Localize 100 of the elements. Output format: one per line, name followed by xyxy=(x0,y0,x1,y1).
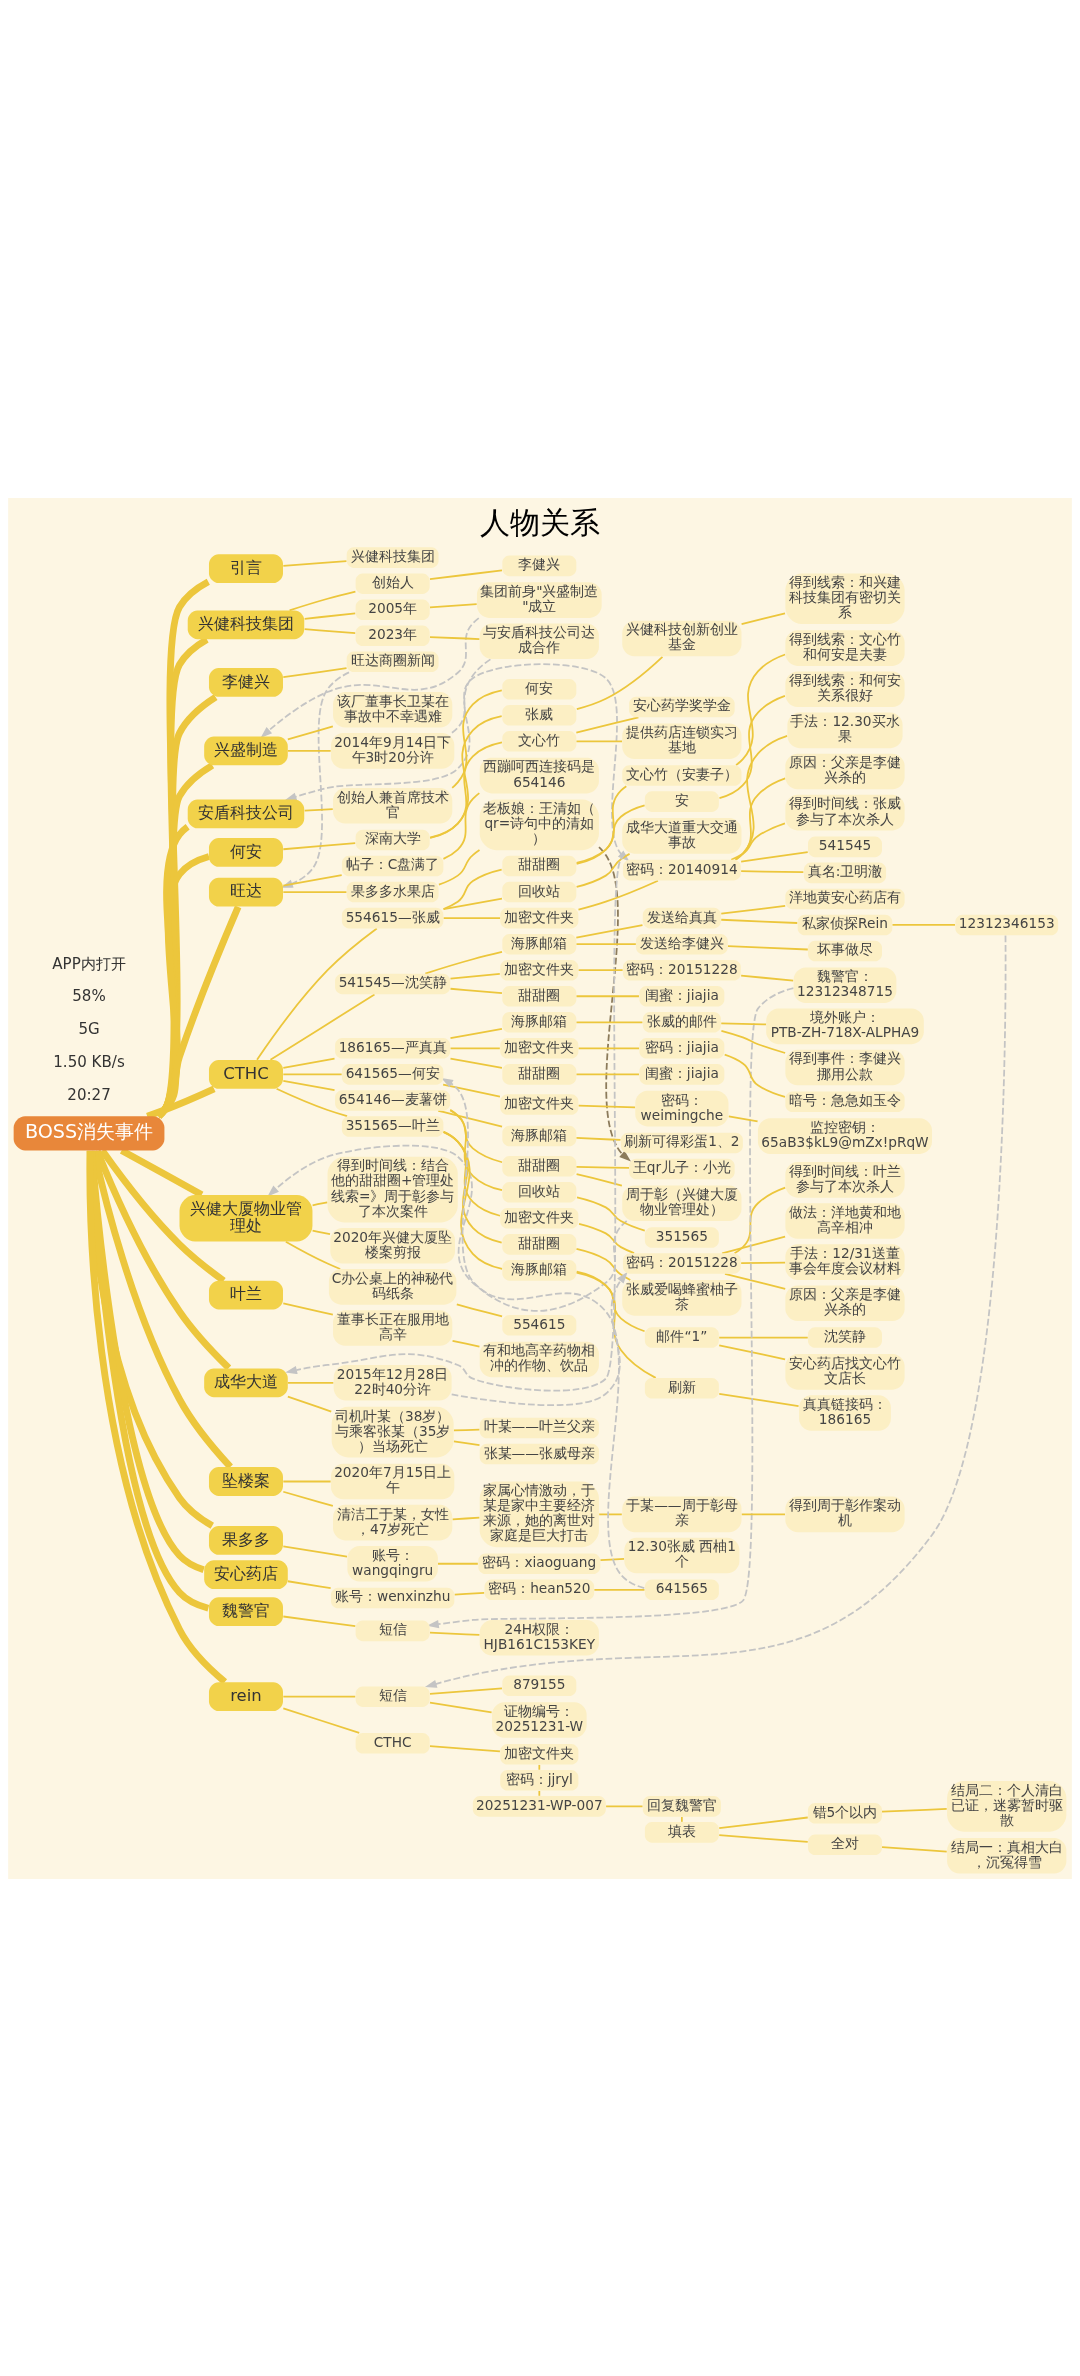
node-box: 张某——张威母亲 xyxy=(479,1443,599,1464)
node-box: 得到线索：文心竹和何安是夫妻 xyxy=(785,629,905,666)
node-box: 24H权限：HJB161C153KEY xyxy=(479,1619,599,1656)
node-box: 351565 xyxy=(644,1226,719,1248)
node-box: 叶兰 xyxy=(208,1280,283,1309)
connector xyxy=(577,879,659,910)
connector xyxy=(282,1480,332,1482)
node-box: 2015年12月28日22时40分许 xyxy=(333,1364,452,1401)
arrow xyxy=(450,1271,628,1406)
connector xyxy=(449,1108,503,1191)
node-box: 2020年7月15日上午 xyxy=(330,1463,455,1499)
node-box: 结局二：个人清白已证，迷雾暂时驱散 xyxy=(947,1780,1067,1832)
connector xyxy=(311,1229,331,1235)
node-box: 得到事件：李健兴挪用公款 xyxy=(785,1049,905,1085)
connector xyxy=(599,1557,625,1561)
node-box: 回收站 xyxy=(502,881,577,902)
node-box: 发送给李健兴 xyxy=(635,933,728,954)
node-box: 安 xyxy=(644,790,719,812)
node-box: 兴健科技创新创业基金 xyxy=(622,620,742,656)
node-box: 证物编号：20251231-W xyxy=(492,1701,587,1738)
node-box: 兴健科技集团 xyxy=(187,609,305,639)
node-box: 老板娘：王清如（qr=诗句中的清如） xyxy=(479,799,599,850)
node-box: 张威的邮件 xyxy=(642,1011,721,1033)
connector xyxy=(442,897,503,910)
node-box: 何安 xyxy=(502,678,577,699)
connector xyxy=(155,905,242,1119)
connector xyxy=(575,1270,657,1379)
connector xyxy=(429,1744,501,1752)
connector xyxy=(718,1343,786,1360)
connector xyxy=(429,714,503,839)
connector xyxy=(284,1240,342,1270)
node-box: 兴健科技集团 xyxy=(346,546,439,568)
node-box: 甜甜圈 xyxy=(502,1063,577,1085)
connector xyxy=(442,1130,504,1270)
connector xyxy=(429,568,503,580)
diagram-title: 人物关系 xyxy=(480,504,600,540)
node-box: 海豚邮箱 xyxy=(502,1125,577,1146)
node-box: 闺蜜：jiajia xyxy=(639,1063,725,1085)
node-box: 2005年 xyxy=(355,598,430,620)
connector xyxy=(452,1439,481,1446)
node-box: 甜甜圈 xyxy=(502,1233,577,1255)
node-box: 刷新可得彩蛋1、2 xyxy=(620,1132,743,1153)
node-box: 安心药店 xyxy=(204,1559,288,1589)
connector xyxy=(429,602,478,608)
connector xyxy=(575,1165,630,1169)
connector xyxy=(724,1272,787,1290)
connector xyxy=(455,1303,503,1317)
connector xyxy=(598,1513,623,1515)
node-box: 创始人兼首席技术官 xyxy=(333,787,453,824)
node-box: 创始人 xyxy=(355,572,430,594)
node-box: CTHC xyxy=(355,1732,430,1754)
connector xyxy=(286,1395,333,1412)
node-box: 私家侦探Rein xyxy=(797,914,893,935)
node-box: 得到时间线：张威参与了本次杀人 xyxy=(785,794,905,830)
node-box: 641565 xyxy=(644,1579,719,1600)
node-box: 果多多水果店 xyxy=(346,881,439,902)
connector xyxy=(437,1562,479,1565)
connector xyxy=(282,1544,348,1557)
node-box: 真名:卫明澈 xyxy=(803,862,887,883)
node-box: 安盾科技公司 xyxy=(187,799,305,828)
connector xyxy=(720,918,799,924)
node-box: 刷新 xyxy=(644,1377,719,1399)
label: 5G xyxy=(78,1019,100,1038)
connector xyxy=(451,688,503,789)
connector xyxy=(575,1136,622,1141)
node-box: 真真链接码：186165 xyxy=(799,1394,891,1431)
connector xyxy=(303,627,357,634)
connector xyxy=(720,1029,787,1054)
connector xyxy=(575,1271,646,1332)
label: 20:27 xyxy=(67,1085,111,1104)
node-box: 深南大学 xyxy=(355,829,430,850)
connector xyxy=(282,1301,334,1315)
node-box: 回收站 xyxy=(502,1181,577,1203)
node-box: 541545—沈笑静 xyxy=(335,973,451,994)
node-box: 账号：wenxinzhu xyxy=(330,1587,455,1608)
node-box: 得到周于彰作案动机 xyxy=(785,1496,905,1532)
node-box: 密码：hean520 xyxy=(484,1579,595,1600)
node-box: 2020年兴健大厦坠楼案剪报 xyxy=(330,1227,455,1264)
node-box: 叶某——叶兰父亲 xyxy=(479,1417,599,1438)
node-box: 李健兴 xyxy=(208,667,283,697)
connector xyxy=(740,611,786,625)
connector xyxy=(256,927,378,1061)
connector xyxy=(575,942,637,945)
node-box: 879155 xyxy=(502,1674,577,1696)
connector xyxy=(429,741,503,839)
node-box: 该厂董事长卫某在事故中不幸遇难 xyxy=(333,691,453,728)
node-box: C办公桌上的神秘代码纸条 xyxy=(328,1268,457,1305)
label: APP内打开 xyxy=(52,954,126,973)
node-box: 做法：洋地黄和地高辛相冲 xyxy=(785,1202,905,1239)
connector xyxy=(575,739,623,742)
node-box: 监控密钥：65aB3$kL9@mZx!pRqW xyxy=(757,1117,933,1154)
connector xyxy=(575,1073,640,1075)
connector xyxy=(146,1085,216,1119)
node-box: 引言 xyxy=(208,553,283,583)
node-box: BOSS消失事件 xyxy=(13,1115,165,1150)
connector xyxy=(449,1046,501,1049)
node-box: 得到时间线：叶兰参与了本次杀人 xyxy=(785,1161,905,1198)
connector xyxy=(575,715,640,733)
connector xyxy=(740,1261,787,1264)
connector xyxy=(286,1579,332,1589)
